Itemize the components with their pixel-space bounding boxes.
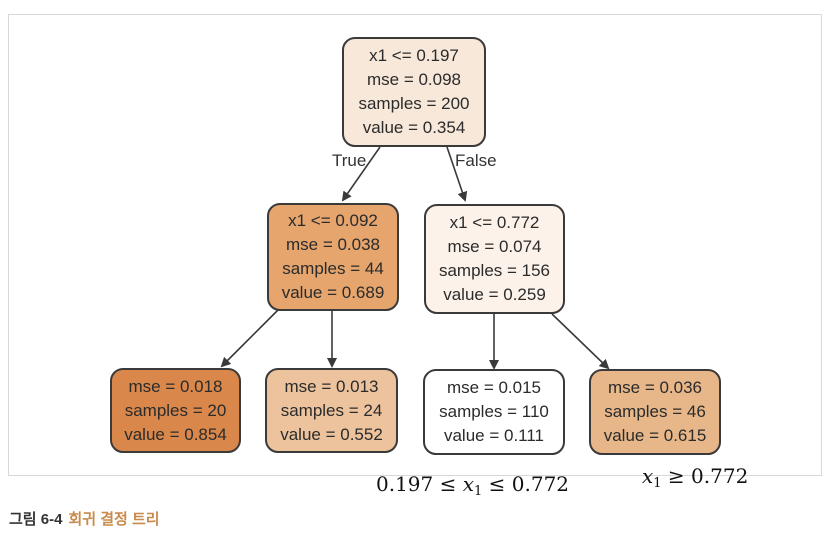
edge-label-false: False [455, 151, 497, 170]
node-line: samples = 110 [439, 402, 549, 421]
annotation-subscript: 1 [653, 476, 662, 491]
node-line: value = 0.354 [362, 118, 466, 137]
node-right: x1 <= 0.772 mse = 0.074 samples = 156 va… [424, 204, 565, 314]
node-leaf-ll: mse = 0.018 samples = 20 value = 0.854 [110, 368, 241, 453]
node-leaf-rl: mse = 0.015 samples = 110 value = 0.111 [423, 369, 565, 455]
node-line: samples = 44 [282, 259, 384, 278]
node-line: mse = 0.074 [447, 237, 542, 256]
figure-caption: 그림 6-4 회귀 결정 트리 [9, 508, 160, 529]
node-line: samples = 200 [358, 94, 470, 113]
annotation-left: 0.197 ≤ [376, 472, 463, 496]
edge-root-left [341, 146, 381, 202]
annotation-right: ≥ 0.772 [661, 464, 749, 488]
edge-root-right [446, 146, 468, 202]
node-leaf-lr: mse = 0.013 samples = 24 value = 0.552 [265, 368, 398, 453]
node-line: samples = 156 [438, 261, 551, 280]
node-line: value = 0.111 [443, 426, 545, 445]
node-line: mse = 0.036 [607, 378, 703, 397]
caption-text: 회귀 결정 트리 [68, 511, 160, 528]
edge-right-rr [551, 313, 610, 370]
edge-label-true: True [332, 151, 367, 170]
node-line: mse = 0.098 [366, 70, 462, 89]
annotation-right-interval: x1 ≥ 0.772 [642, 464, 748, 491]
node-line: x1 <= 0.197 [369, 46, 459, 65]
node-line: value = 0.854 [124, 424, 227, 444]
node-line: samples = 24 [280, 400, 383, 420]
annotation-subscript: 1 [474, 484, 483, 499]
node-line: value = 0.689 [281, 283, 385, 302]
node-line: mse = 0.013 [284, 376, 379, 396]
node-line: samples = 20 [124, 400, 227, 420]
node-leaf-rr: mse = 0.036 samples = 46 value = 0.615 [589, 369, 721, 455]
node-line: x1 <= 0.772 [449, 213, 540, 232]
edge-left-ll [220, 309, 279, 368]
node-line: mse = 0.015 [446, 378, 542, 397]
annotation-right: ≤ 0.772 [482, 472, 570, 496]
annotation-middle-interval: 0.197 ≤ x1 ≤ 0.772 [376, 472, 569, 499]
node-line: samples = 46 [604, 402, 706, 421]
node-line: value = 0.615 [603, 426, 707, 445]
node-left: x1 <= 0.092 mse = 0.038 samples = 44 val… [267, 203, 399, 311]
node-line: mse = 0.038 [285, 235, 381, 254]
node-line: mse = 0.018 [128, 376, 223, 396]
annotation-variable: x [462, 472, 475, 496]
node-line: value = 0.259 [443, 285, 546, 304]
caption-number: 그림 6-4 [9, 511, 63, 528]
node-line: x1 <= 0.092 [288, 211, 378, 230]
annotation-variable: x [642, 464, 654, 488]
node-root: x1 <= 0.197 mse = 0.098 samples = 200 va… [342, 37, 486, 147]
node-line: value = 0.552 [280, 424, 383, 444]
